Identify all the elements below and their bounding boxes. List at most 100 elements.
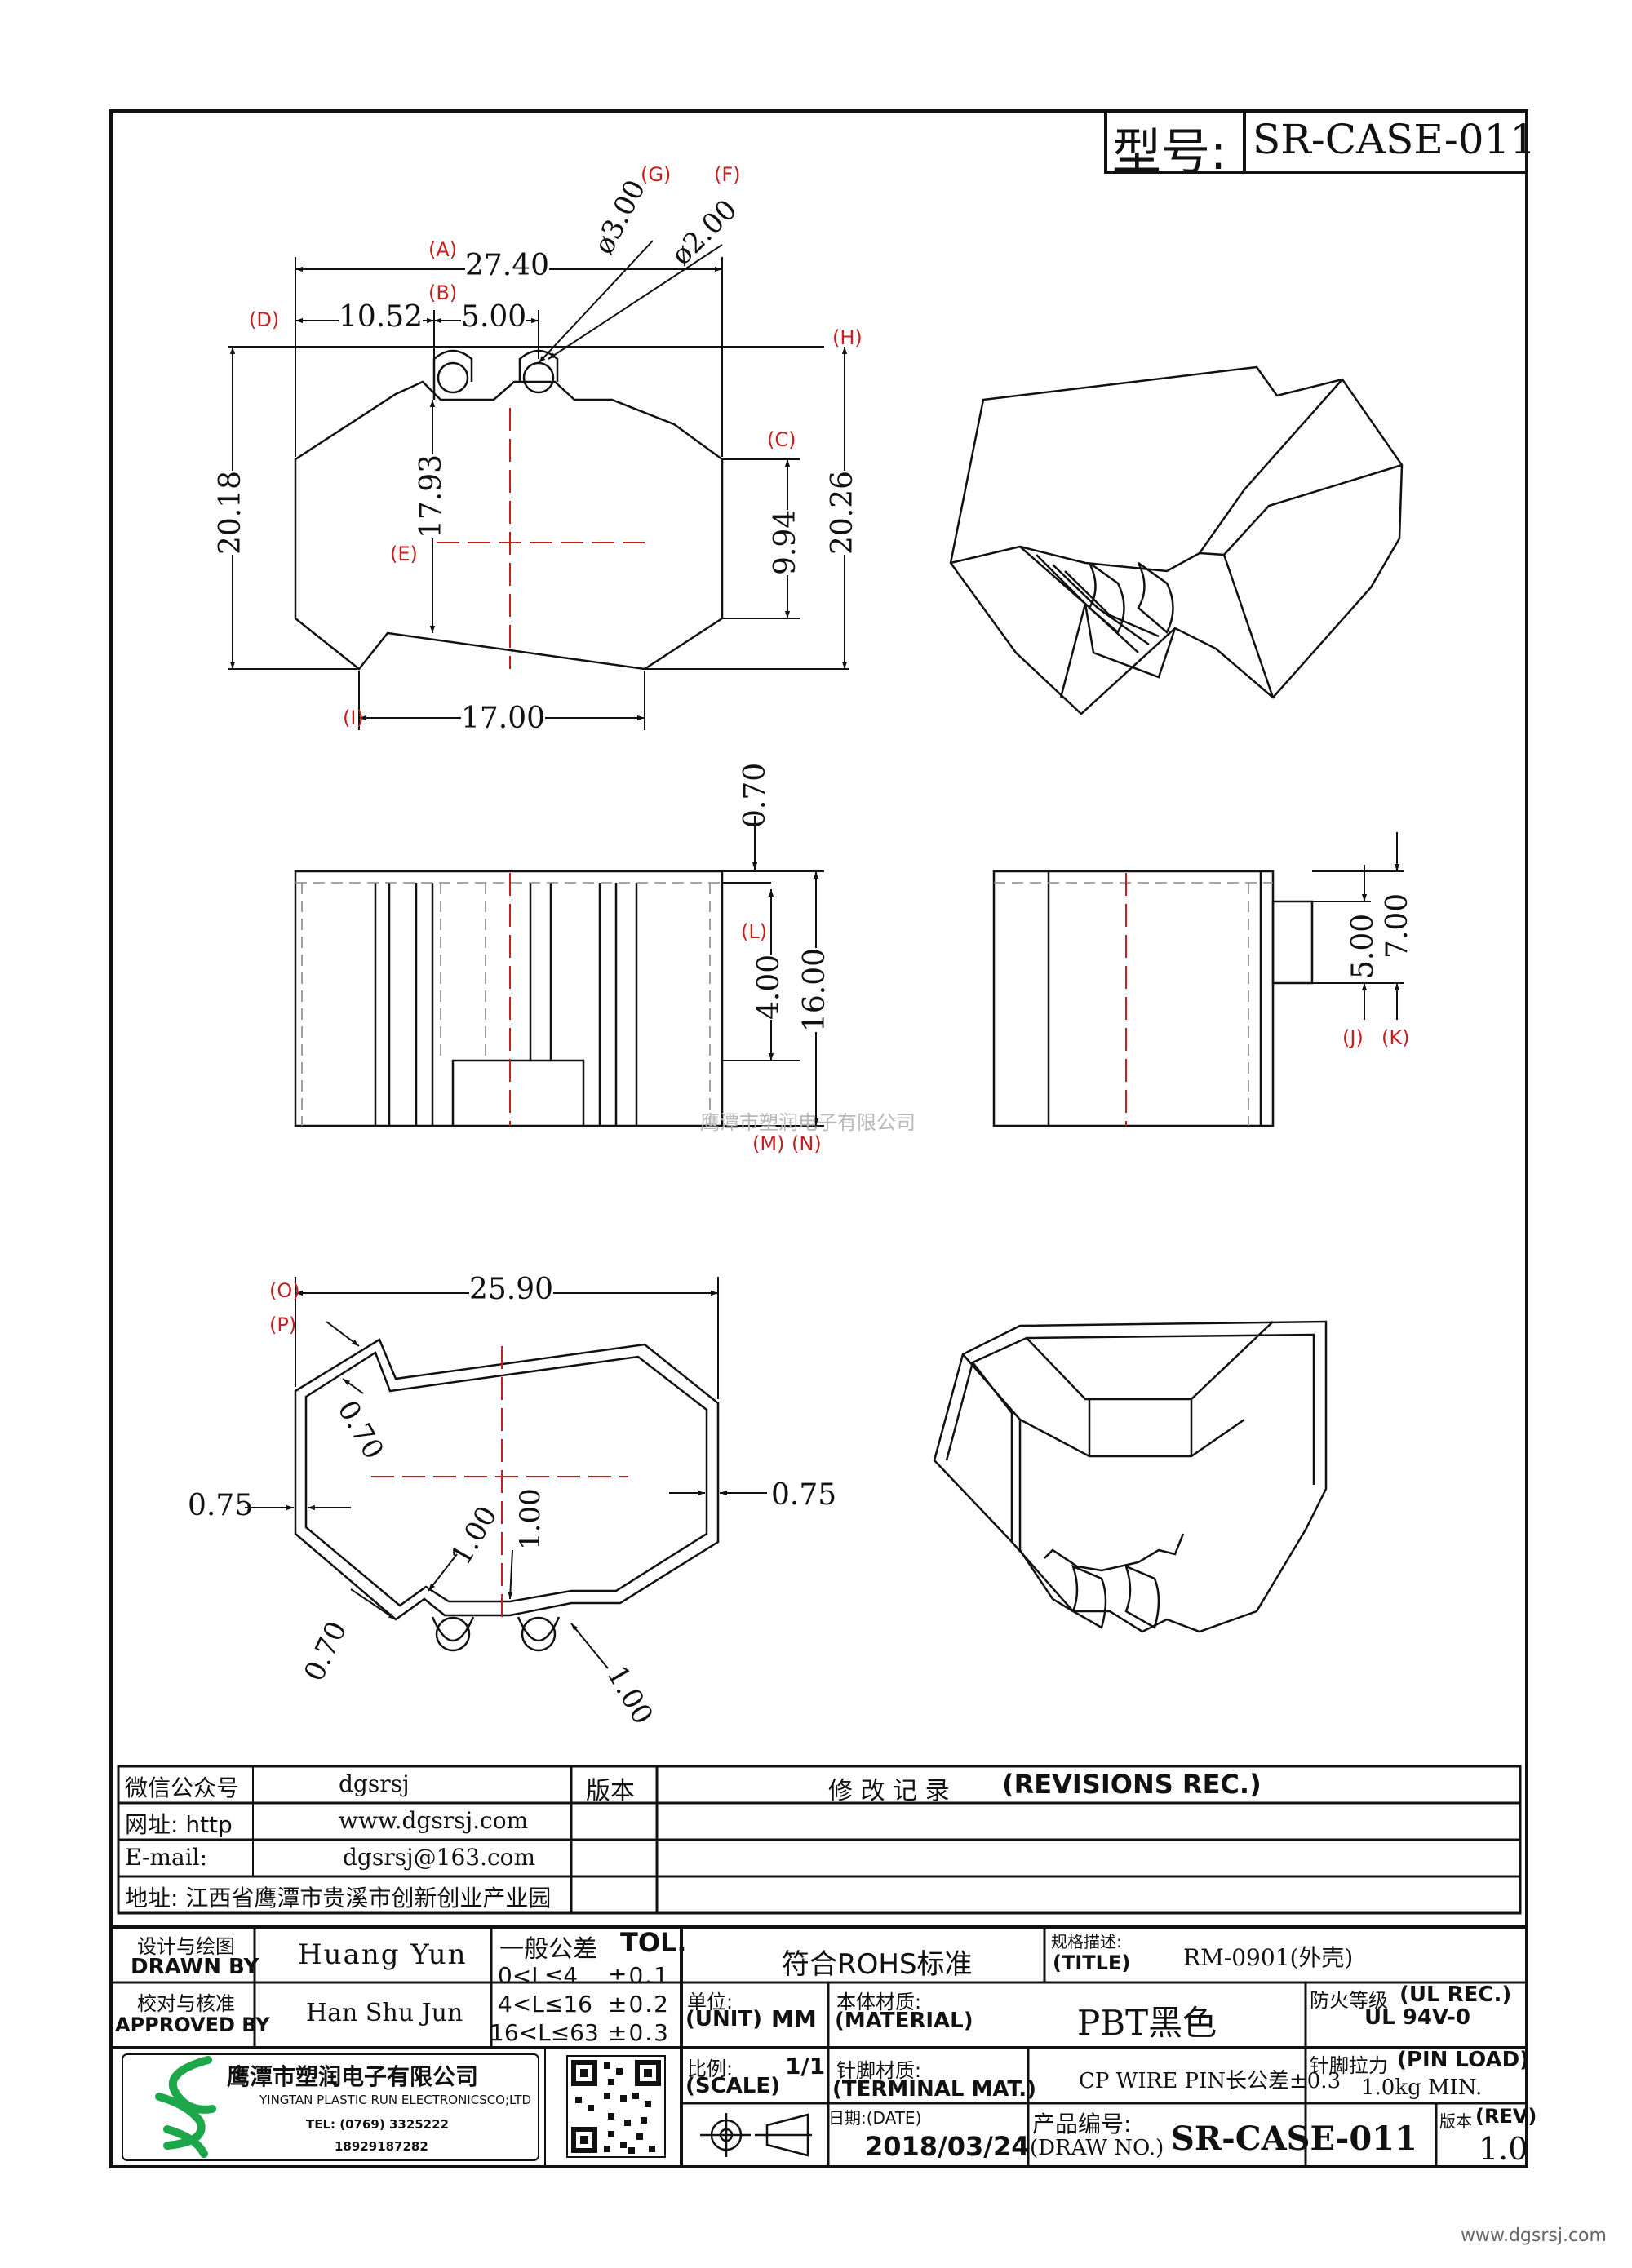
company-mobile: 18929187282 bbox=[335, 2139, 428, 2154]
watermark: 鹰潭市塑润电子有限公司 bbox=[700, 1111, 916, 1134]
material-value: PBT黑色 bbox=[1077, 2003, 1217, 2043]
dim-b: 5.00 bbox=[461, 300, 527, 334]
company-name-en: YINGTAN PLASTIC RUN ELECTRONICSCO;LTD bbox=[259, 2093, 532, 2107]
address: 地址: 江西省鹰潭市贵溪市创新创业产业园 bbox=[125, 1885, 552, 1911]
front-view-centerlines bbox=[437, 408, 645, 669]
company-box bbox=[122, 2053, 539, 2161]
marker-h: (H) bbox=[832, 326, 863, 349]
company-tel: TEL: (0769) 3325222 bbox=[306, 2117, 449, 2132]
dim-c: 9.94 bbox=[769, 509, 802, 575]
side-view-right-hidden bbox=[994, 882, 1273, 1126]
designer-cn: 设计与绘图 bbox=[137, 1935, 235, 1958]
dim-h: 20.26 bbox=[826, 470, 859, 555]
model-title-box bbox=[1104, 109, 1528, 174]
marker-f: (F) bbox=[714, 163, 741, 186]
tolerance-cn: 一般公差 bbox=[499, 1935, 597, 1964]
marker-d: (D) bbox=[249, 308, 280, 331]
tol-range-2: 16<L≤63 bbox=[490, 2019, 599, 2046]
email-label: E-mail: bbox=[125, 1844, 208, 1871]
pin-hole-right bbox=[522, 361, 555, 394]
pin-load-en: (PIN LOAD) bbox=[1397, 2048, 1530, 2072]
tolerance-en: TOL. bbox=[620, 1927, 687, 1958]
tol-value-0: ±0.1 bbox=[608, 1962, 670, 1989]
company-logo bbox=[155, 2056, 216, 2158]
dim-left-height: 20.18 bbox=[214, 470, 247, 555]
fire-cn: 防火等级 bbox=[1310, 1989, 1388, 2012]
dim-a: 27.40 bbox=[465, 249, 550, 282]
bottom-view-outer bbox=[294, 1338, 720, 1621]
marker-g: (G) bbox=[641, 163, 672, 186]
revisions-cn: 修 改 记 录 bbox=[828, 1777, 950, 1805]
dim-o: 25.90 bbox=[469, 1273, 554, 1306]
designer-en: DRAWN BY bbox=[131, 1955, 259, 1979]
tol-range-0: 0<L≤4 bbox=[498, 1962, 579, 1989]
revisions-en: (REVISIONS REC.) bbox=[1002, 1769, 1262, 1800]
bottom-view-dims bbox=[245, 1277, 767, 1669]
qr-code bbox=[566, 2055, 666, 2158]
wechat-value: dgsrsj bbox=[339, 1770, 410, 1797]
side-view-left bbox=[294, 870, 724, 1127]
tol-value-1: ±0.2 bbox=[608, 1991, 670, 2018]
dim-l: 4.00 bbox=[752, 954, 786, 1020]
unit-en: (UNIT) bbox=[685, 2007, 763, 2031]
model-number: SR-CASE-011 bbox=[1253, 116, 1537, 163]
drawno-cn: 产品编号: bbox=[1032, 2111, 1132, 2137]
marker-j: (J) bbox=[1342, 1026, 1364, 1049]
unit-cn: 单位: bbox=[687, 1991, 734, 2013]
spec-value: RM-0901(外壳) bbox=[1183, 1944, 1354, 1971]
isometric-view-bottom bbox=[933, 1320, 1328, 1633]
dim-slot-2: 1.00 bbox=[514, 1488, 547, 1550]
pin-hole-left bbox=[437, 361, 469, 394]
front-view bbox=[294, 349, 724, 671]
front-view-outline bbox=[294, 380, 724, 671]
side-view-left-hidden bbox=[295, 882, 722, 1126]
title-block-grid bbox=[111, 1925, 1527, 2167]
unit-value: MM bbox=[771, 2005, 817, 2032]
terminal-value: CP WIRE PIN长公差±0.3 bbox=[1079, 2069, 1342, 2093]
tol-value-2: ±0.3 bbox=[608, 2019, 670, 2046]
date-cn: 日期:(DATE) bbox=[828, 2108, 922, 2128]
rev-en: (REV) bbox=[1475, 2105, 1537, 2128]
dim-i: 17.00 bbox=[461, 702, 546, 735]
material-en: (MATERIAL) bbox=[835, 2009, 973, 2033]
footer-url: www.dgsrsj.com bbox=[1461, 2226, 1607, 2246]
web-label: 网址: http bbox=[125, 1811, 233, 1838]
company-name-cn: 鹰潭市塑润电子有限公司 bbox=[227, 2063, 479, 2090]
dim-d: 10.52 bbox=[339, 300, 424, 334]
marker-o: (O) bbox=[269, 1279, 300, 1302]
model-label: 型号: bbox=[1112, 124, 1227, 181]
scale-value: 1/1 bbox=[785, 2053, 826, 2080]
wechat-label: 微信公众号 bbox=[125, 1774, 240, 1801]
marker-c: (C) bbox=[767, 428, 796, 451]
front-view-dim-lines bbox=[228, 240, 849, 730]
side-view-right-dims bbox=[1312, 832, 1404, 1020]
spec-en: (TITLE) bbox=[1053, 1951, 1131, 1974]
terminal-cn: 针脚材质: bbox=[836, 2059, 922, 2082]
isometric-view-top bbox=[949, 365, 1404, 715]
bottom-view bbox=[294, 1338, 720, 1652]
drawno-value: SR-CASE-011 bbox=[1171, 2120, 1417, 2158]
version-header: 版本 bbox=[586, 1777, 635, 1805]
marker-a: (A) bbox=[428, 238, 458, 261]
scale-cn: 比例: bbox=[687, 2058, 734, 2080]
terminal-en: (TERMINAL MAT.) bbox=[832, 2077, 1036, 2102]
marker-p: (P) bbox=[269, 1313, 297, 1336]
pin-load-value: 1.0kg MIN. bbox=[1361, 2075, 1483, 2100]
marker-e: (E) bbox=[390, 543, 418, 565]
approver-cn: 校对与核准 bbox=[137, 1992, 235, 2015]
approver-en: APPROVED BY bbox=[115, 2013, 270, 2036]
marker-b: (B) bbox=[428, 281, 458, 304]
marker-m: (M) bbox=[752, 1132, 785, 1155]
fire-en: (UL REC.) bbox=[1399, 1982, 1512, 2007]
rohs: 符合ROHS标准 bbox=[782, 1948, 973, 1981]
side-view-right bbox=[992, 870, 1314, 1127]
dim-n: 16.00 bbox=[798, 947, 832, 1032]
material-cn: 本体材质: bbox=[836, 1991, 922, 2013]
marker-i: (I) bbox=[343, 707, 364, 729]
bottom-view-centerlines bbox=[371, 1346, 628, 1623]
drawno-en: (DRAW NO.) bbox=[1030, 2136, 1164, 2160]
dim-e: 17.93 bbox=[415, 454, 448, 538]
approver-name: Han Shu Jun bbox=[306, 1999, 463, 2027]
email-value: dgsrsj@163.com bbox=[343, 1844, 536, 1871]
